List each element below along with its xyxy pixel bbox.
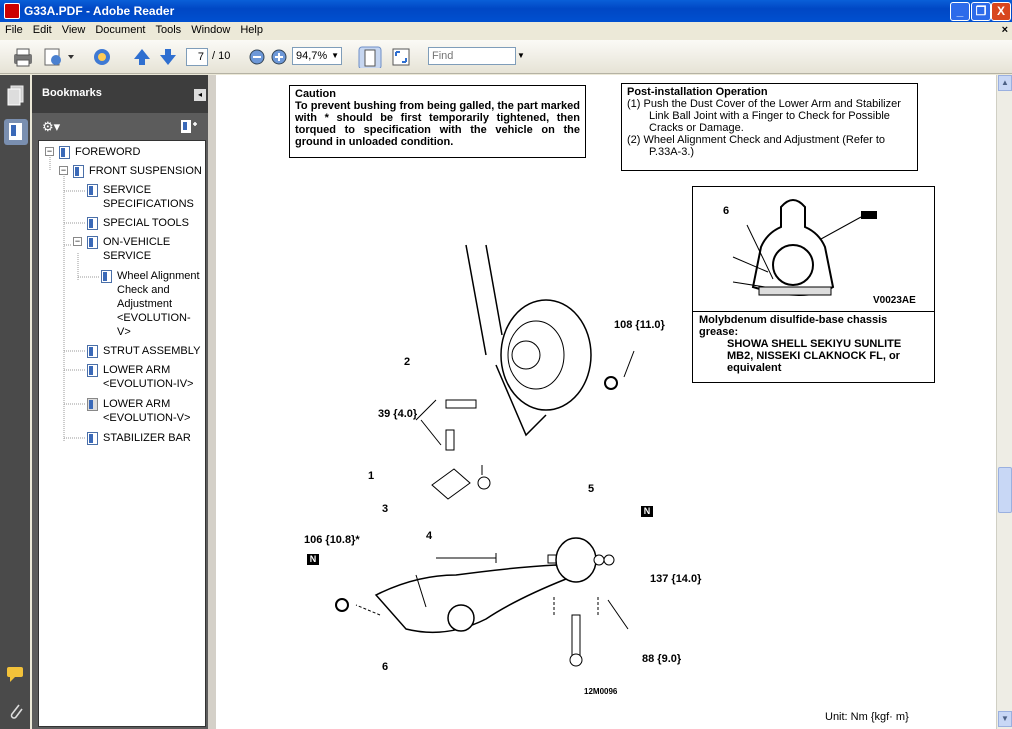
menu-document[interactable]: Document (95, 24, 146, 36)
restore-button[interactable]: ❐ (971, 2, 991, 21)
figure-code: 12M0096 (584, 687, 618, 696)
new-bookmark-icon[interactable] (180, 119, 198, 135)
post-installation-item: (2) Wheel Alignment Check and Adjustment… (627, 134, 886, 158)
scroll-down-icon[interactable]: ▼ (998, 711, 1012, 727)
post-installation-title: Post-installation Operation (627, 86, 768, 98)
fit-page-icon[interactable] (390, 46, 412, 68)
zoom-out-icon[interactable] (248, 46, 266, 68)
toolbar: / 10 94,7%▼ ▼ (0, 40, 1012, 74)
single-page-icon[interactable] (358, 46, 382, 68)
grease-title: Molybdenum disulfide-base chassis grease… (699, 314, 888, 338)
part-label-4: 4 (426, 530, 433, 542)
part-label-3: 3 (382, 503, 389, 515)
torque-label-88: 88 {9.0} (642, 653, 682, 665)
page-number-input[interactable] (186, 48, 208, 66)
bookmark-options-bar: ⚙▾ (32, 113, 208, 141)
zoom-level-select[interactable]: 94,7%▼ (292, 47, 342, 65)
bookmark-icon (73, 165, 84, 178)
document-page: Caution To prevent bushing from being ga… (216, 75, 996, 729)
bookmark-icon (87, 184, 98, 197)
comments-icon[interactable] (6, 665, 26, 683)
menu-edit[interactable]: Edit (32, 24, 52, 36)
previous-page-icon[interactable] (132, 46, 152, 68)
chevron-down-icon: ▼ (331, 51, 339, 60)
torque-label-39: 39 {4.0} (378, 408, 418, 420)
scroll-up-icon[interactable]: ▲ (998, 75, 1012, 91)
badge-n: N (307, 554, 319, 565)
collapse-toggle-icon[interactable]: − (73, 236, 82, 246)
zoom-level-value: 94,7% (296, 50, 328, 62)
bookmark-icon (101, 270, 112, 283)
post-installation-item: (1) Push the Dust Cover of the Lower Arm… (627, 98, 901, 134)
caution-title: Caution (295, 88, 336, 100)
grease-note: Molybdenum disulfide-base chassis grease… (693, 311, 934, 376)
bookmark-tree: −FOREWORD −FRONT SUSPENSION SERVICE SPEC… (38, 140, 206, 727)
torque-label-137: 137 {14.0} (650, 573, 702, 585)
bookmark-icon (87, 398, 98, 411)
window-title: G33A.PDF - Adobe Reader (24, 4, 175, 18)
menu-file[interactable]: File (5, 24, 23, 36)
unit-note: Unit: Nm {kgf· m} (825, 711, 909, 723)
menu-window[interactable]: Window (191, 24, 231, 36)
inset-part-number: 6 (723, 205, 730, 217)
collapse-panel-button[interactable]: ◂ (194, 89, 206, 101)
menu-view[interactable]: View (61, 24, 86, 36)
find-options-icon[interactable]: ▼ (517, 51, 525, 60)
title-bar: G33A.PDF - Adobe Reader _ ❐ X (0, 0, 1012, 22)
badge-n: N (641, 506, 653, 517)
hand-tool-icon[interactable] (90, 46, 114, 68)
document-close-button[interactable]: × (1001, 24, 1008, 36)
bookmark-icon (87, 236, 98, 249)
tree-lines (49, 155, 100, 441)
find-input[interactable] (428, 47, 516, 65)
torque-label-106: 106 {10.8}* (304, 534, 360, 546)
next-page-icon[interactable] (158, 46, 178, 68)
bookmarks-header: Bookmarks (32, 75, 208, 113)
bookmark-icon (59, 146, 70, 159)
pages-icon[interactable] (7, 85, 25, 107)
vertical-scrollbar[interactable]: ▲ ▼ (996, 75, 1012, 729)
caution-box: Caution To prevent bushing from being ga… (289, 85, 586, 158)
bookmark-icon (87, 345, 98, 358)
minimize-button[interactable]: _ (950, 2, 970, 21)
adobe-reader-icon (4, 3, 20, 19)
bookmark-icon (87, 364, 98, 377)
bookmarks-icon[interactable] (4, 119, 28, 145)
panel-splitter[interactable] (208, 75, 216, 729)
gear-icon[interactable]: ⚙▾ (42, 119, 61, 134)
menu-bar: File Edit View Document Tools Window Help × (0, 22, 1012, 40)
part-label-1: 1 (368, 470, 375, 482)
menu-tools[interactable]: Tools (155, 24, 182, 36)
paperclip-icon[interactable] (8, 701, 24, 721)
part-label-6: 6 (382, 661, 389, 673)
ball-joint-illustration (732, 199, 877, 296)
part-label-2: 2 (404, 356, 411, 368)
caution-text: To prevent bushing from being galled, th… (295, 100, 580, 148)
print-icon[interactable] (10, 46, 36, 68)
inset-code: V0023AE (873, 295, 916, 306)
menu-help[interactable]: Help (240, 24, 263, 36)
grease-inset-box: 6 V0023AE Molybdenum disulfide-base chas… (692, 186, 935, 383)
attach-icon[interactable] (42, 46, 76, 68)
bookmark-icon (87, 217, 98, 230)
torque-label-108: 108 {11.0} (614, 319, 665, 331)
post-installation-box: Post-installation Operation (1) Push the… (621, 83, 918, 171)
bookmark-icon (87, 432, 98, 445)
suspension-exploded-diagram (335, 244, 635, 667)
page-total-label: / 10 (212, 50, 231, 62)
navigation-pane (0, 75, 30, 729)
scroll-thumb[interactable] (998, 467, 1012, 513)
zoom-in-icon[interactable] (270, 46, 288, 68)
grease-text: SHOWA SHELL SEKIYU SUNLITE MB2, NISSEKI … (727, 338, 902, 374)
close-button[interactable]: X (991, 2, 1011, 21)
part-label-5: 5 (588, 483, 595, 495)
